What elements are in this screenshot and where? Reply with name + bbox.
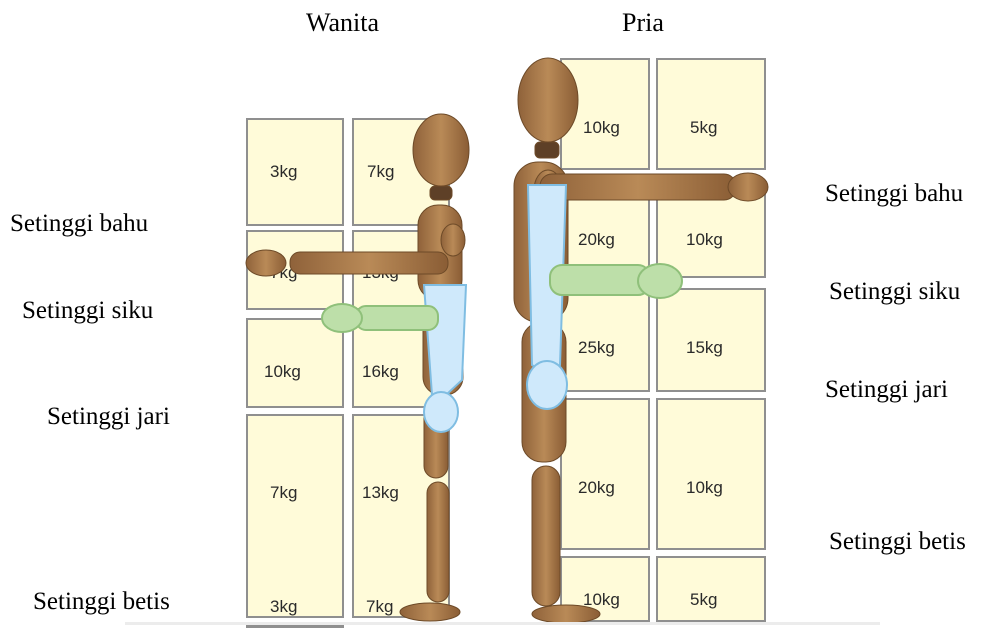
women-highlights <box>322 285 466 432</box>
men-highlights <box>527 185 682 409</box>
